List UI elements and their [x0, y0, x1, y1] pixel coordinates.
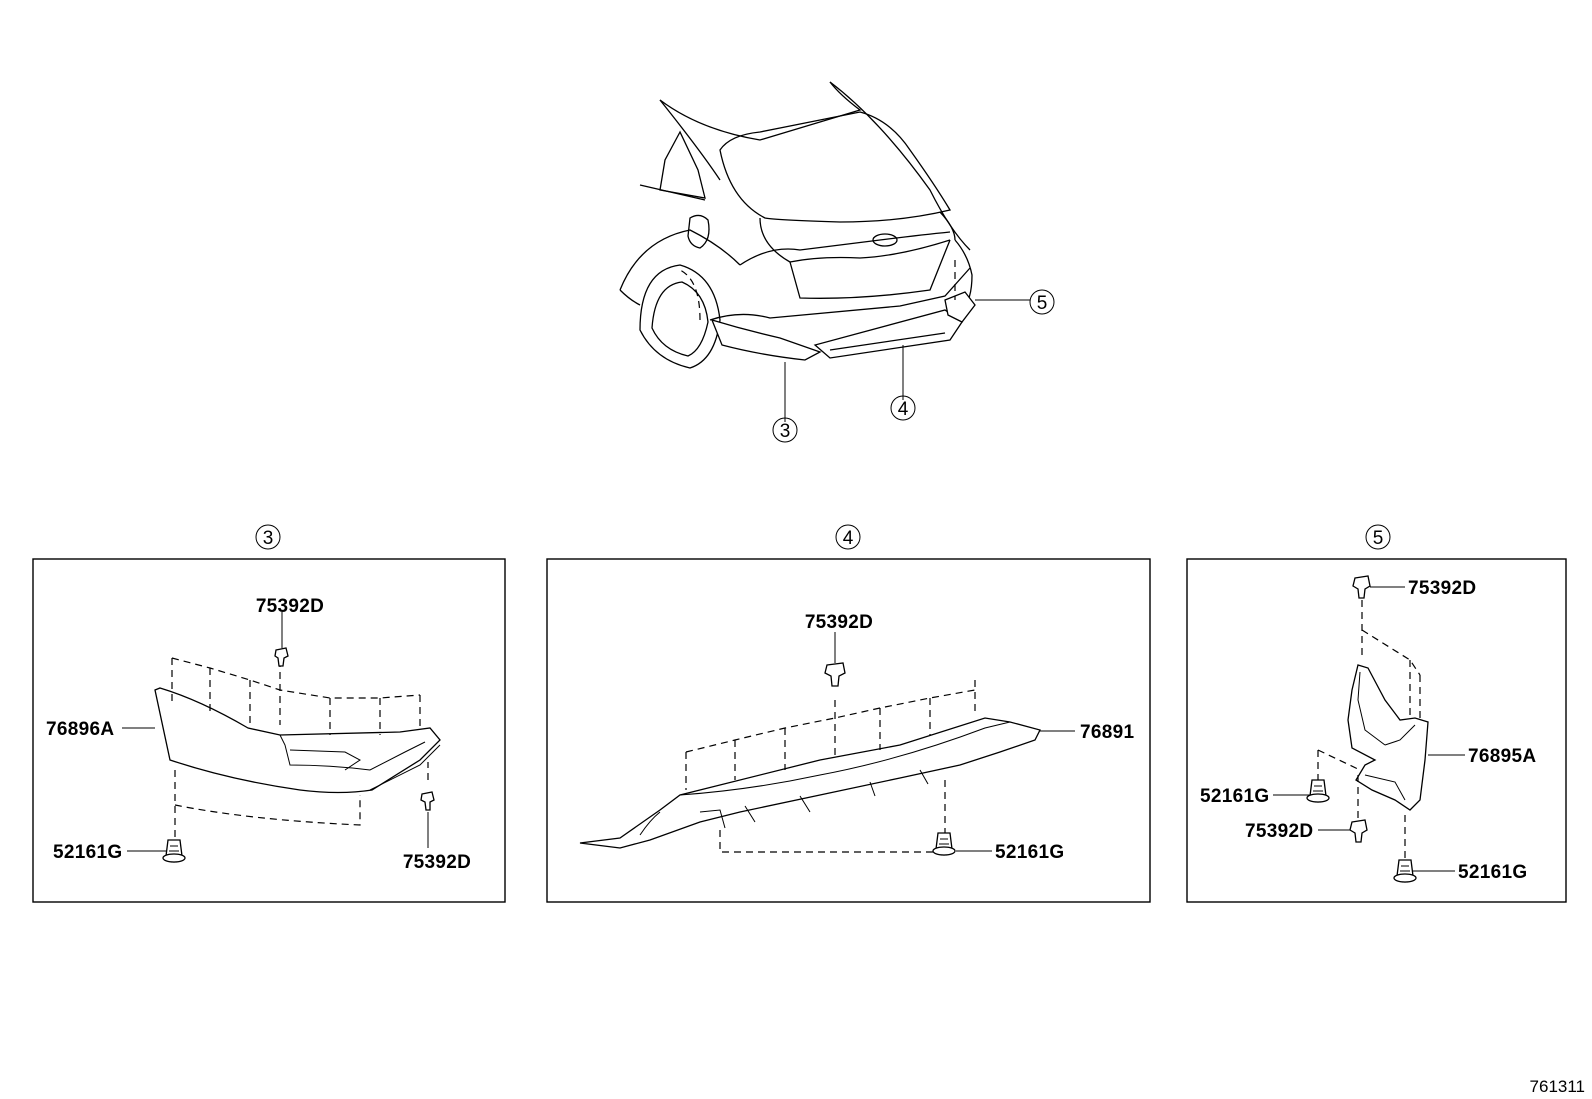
overview-callout-4[interactable]: 4 — [890, 395, 916, 421]
part-76895A-drawing[interactable] — [1347, 664, 1429, 811]
label-75392D-bottom-p3: 75392D — [403, 852, 471, 873]
svg-text:5: 5 — [1373, 528, 1384, 549]
clip-75392D-top-p5[interactable] — [1352, 575, 1371, 599]
panel-4: 4 75392D 76891 52161G — [546, 524, 1151, 903]
panel-5: 5 75392D — [1186, 524, 1567, 903]
fastener-52161G-bottom-p5[interactable] — [1393, 859, 1417, 883]
label-76895A: 76895A — [1468, 746, 1536, 767]
clip-75392D-top-p3[interactable] — [274, 647, 289, 667]
label-52161G-left-p5: 52161G — [1200, 786, 1269, 807]
panel-4-header: 4 — [835, 524, 861, 550]
overview-callout-3[interactable]: 3 — [772, 417, 798, 443]
fastener-52161G-p4[interactable] — [932, 832, 956, 856]
overview-callout-5[interactable]: 5 — [1029, 289, 1055, 315]
panel-3-header: 3 — [255, 524, 281, 550]
clip-75392D-p4[interactable] — [824, 662, 846, 687]
label-75392D-p4: 75392D — [805, 612, 873, 633]
panel-3: 3 75392D — [32, 524, 506, 903]
figure-number: 761311 — [1530, 1077, 1585, 1096]
label-75392D-mid-p5: 75392D — [1245, 821, 1313, 842]
svg-text:3: 3 — [780, 421, 791, 442]
fastener-52161G-left-p5[interactable] — [1306, 779, 1330, 803]
panel-5-frame — [1186, 558, 1567, 903]
svg-text:4: 4 — [898, 399, 909, 420]
panel-4-frame — [546, 558, 1151, 903]
part-76891-drawing[interactable] — [579, 717, 1041, 849]
panel-5-header: 5 — [1365, 524, 1391, 550]
part-76896A-drawing[interactable] — [154, 687, 441, 794]
fastener-52161G-p3[interactable] — [162, 839, 186, 863]
svg-text:5: 5 — [1037, 293, 1048, 314]
label-52161G-p4: 52161G — [995, 842, 1064, 863]
clip-75392D-mid-p5[interactable] — [1349, 819, 1368, 843]
label-52161G-p3: 52161G — [53, 842, 122, 863]
label-75392D-top-p5: 75392D — [1408, 578, 1476, 599]
car-rear-overview — [619, 81, 976, 369]
svg-text:3: 3 — [263, 528, 274, 549]
overview-leaders — [784, 299, 1030, 422]
clip-75392D-bottom-p3[interactable] — [420, 791, 435, 811]
label-76896A: 76896A — [46, 719, 114, 740]
label-76891: 76891 — [1080, 722, 1134, 743]
panel-3-frame — [32, 558, 506, 903]
svg-text:4: 4 — [843, 528, 854, 549]
label-75392D-top-p3: 75392D — [256, 596, 324, 617]
label-52161G-bottom-p5: 52161G — [1458, 862, 1527, 883]
